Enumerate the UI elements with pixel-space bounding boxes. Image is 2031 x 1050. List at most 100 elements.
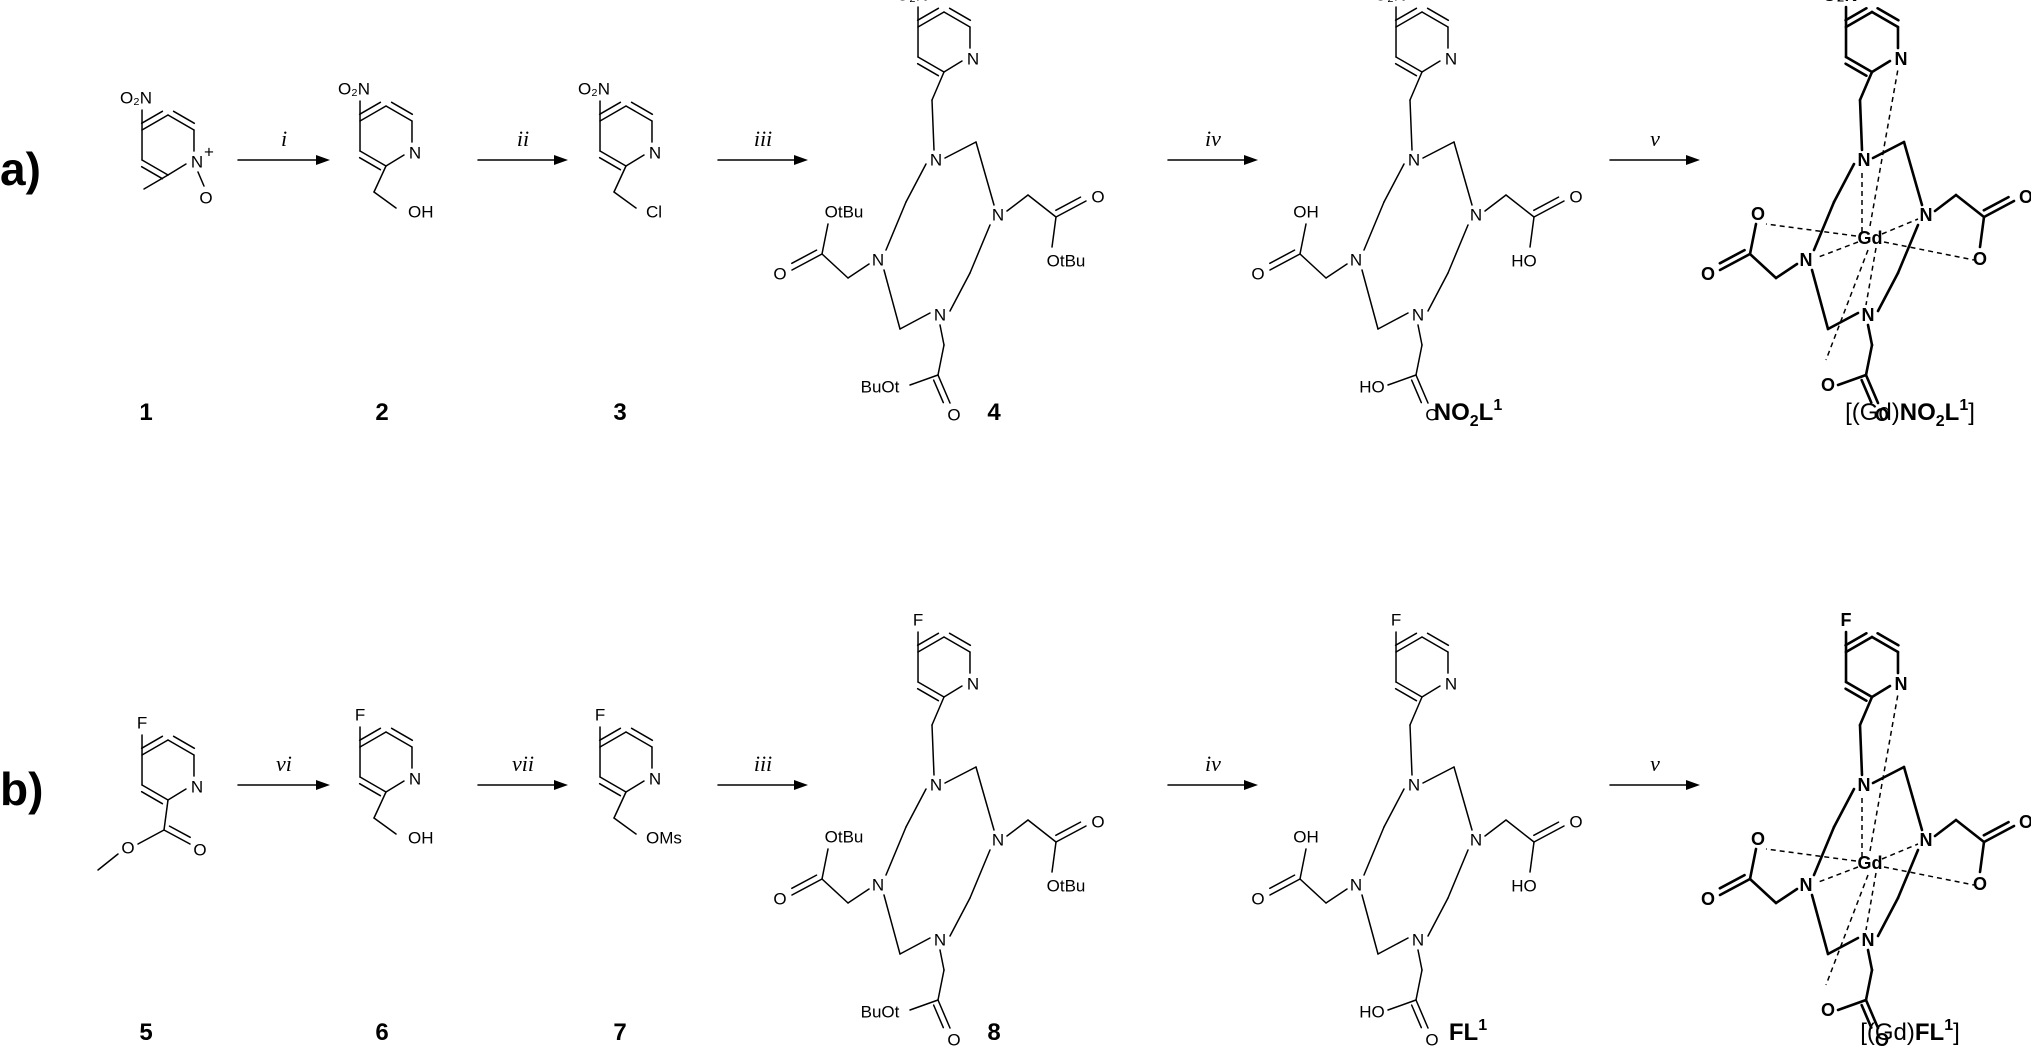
bond <box>599 150 627 167</box>
bond <box>1858 695 1874 727</box>
arrow-head <box>1244 780 1258 790</box>
bond <box>599 105 627 122</box>
reaction-condition: v <box>1650 126 1660 151</box>
compound-label: 2 <box>375 399 388 426</box>
bond <box>791 249 818 265</box>
bond <box>1395 56 1423 73</box>
atom-label: F <box>1841 610 1852 630</box>
compound-label: 5 <box>139 1019 152 1046</box>
bond <box>1718 873 1746 890</box>
bond <box>932 1004 945 1029</box>
bond <box>1718 248 1746 265</box>
bond <box>1533 200 1565 218</box>
atom-label: F <box>595 706 605 725</box>
bond <box>172 110 196 125</box>
atom-label: N <box>1412 306 1424 325</box>
bond <box>143 174 169 190</box>
reaction-condition: v <box>1650 751 1660 776</box>
bond <box>1978 840 1986 874</box>
bond <box>390 727 414 742</box>
bond <box>1299 253 1327 279</box>
compound-GdNO2L1: O₂NNNNNNOOOOOOGd <box>1701 0 2031 425</box>
bond <box>598 101 622 116</box>
bond <box>1055 200 1087 218</box>
bond <box>385 731 413 748</box>
bond <box>1269 253 1301 271</box>
bond <box>899 937 931 955</box>
bond <box>1325 263 1348 279</box>
bond <box>1417 949 1423 971</box>
bond <box>1383 163 1405 203</box>
bond <box>1394 7 1418 22</box>
atom-label: F <box>1391 611 1401 630</box>
arrow-head <box>794 155 808 165</box>
bond <box>931 99 935 151</box>
bond <box>1426 632 1450 647</box>
bond <box>358 782 382 797</box>
bond <box>1410 1004 1423 1029</box>
bond <box>1748 847 1758 881</box>
bond <box>1269 878 1301 896</box>
atom-label: O <box>199 189 212 208</box>
hydroxyl: OH <box>1293 828 1319 847</box>
bond <box>359 776 387 793</box>
coordination-bond <box>1881 843 1919 860</box>
bond <box>1415 374 1429 404</box>
atom-label: O <box>1569 188 1582 207</box>
bond <box>1533 196 1560 212</box>
arrow-head <box>1244 155 1258 165</box>
coordination-bond <box>1815 241 1859 259</box>
bond <box>937 374 951 404</box>
atom-label: O <box>121 839 134 858</box>
bond <box>1415 969 1423 1001</box>
bond <box>140 790 164 805</box>
bond <box>358 156 382 171</box>
bond <box>1836 998 1868 1012</box>
atom-label: O <box>1091 188 1104 207</box>
atom-label: O <box>1425 406 1438 425</box>
bond <box>1409 99 1413 151</box>
bond <box>168 825 191 839</box>
bond <box>1876 632 1900 647</box>
bond <box>358 101 382 116</box>
bond <box>847 888 870 904</box>
arrow-head <box>316 780 330 790</box>
atom-label: O <box>947 406 960 425</box>
bond <box>1006 819 1029 837</box>
panel-b: b)FNOOFNOHFNOMsFNNNNNOOtBuOOtBuOBuOtFNNN… <box>0 610 2031 1050</box>
bond <box>1361 894 1379 955</box>
bond <box>1866 323 1874 347</box>
bond <box>821 878 849 904</box>
bond <box>1421 60 1441 73</box>
bond <box>625 105 653 122</box>
compound-NO2L1: O₂NNNNNNOOHOHOOHO <box>1251 0 1582 425</box>
bond <box>899 312 931 330</box>
bond <box>1812 200 1836 252</box>
gadolinium-ion: Gd <box>1858 853 1883 873</box>
bond <box>598 727 622 742</box>
bond <box>1410 379 1423 404</box>
bond <box>975 766 995 831</box>
bond <box>1447 224 1469 274</box>
bond <box>944 141 977 159</box>
bond <box>1377 937 1409 955</box>
bond <box>917 681 945 698</box>
atom-label: N <box>1408 151 1420 170</box>
arrow-head <box>316 155 330 165</box>
bond <box>1864 998 1880 1030</box>
bond <box>1858 98 1864 152</box>
bond <box>916 62 940 77</box>
bond <box>1870 59 1892 74</box>
compound-label: FL1 <box>1449 1017 1487 1046</box>
atom-label: N <box>1470 206 1482 225</box>
bond <box>1748 222 1758 256</box>
atom-label: O <box>2019 812 2031 832</box>
bond <box>1055 825 1087 843</box>
bond <box>931 71 945 101</box>
hydroxyl: HO <box>1359 378 1385 397</box>
compound-label-7: 7 <box>613 1019 626 1046</box>
